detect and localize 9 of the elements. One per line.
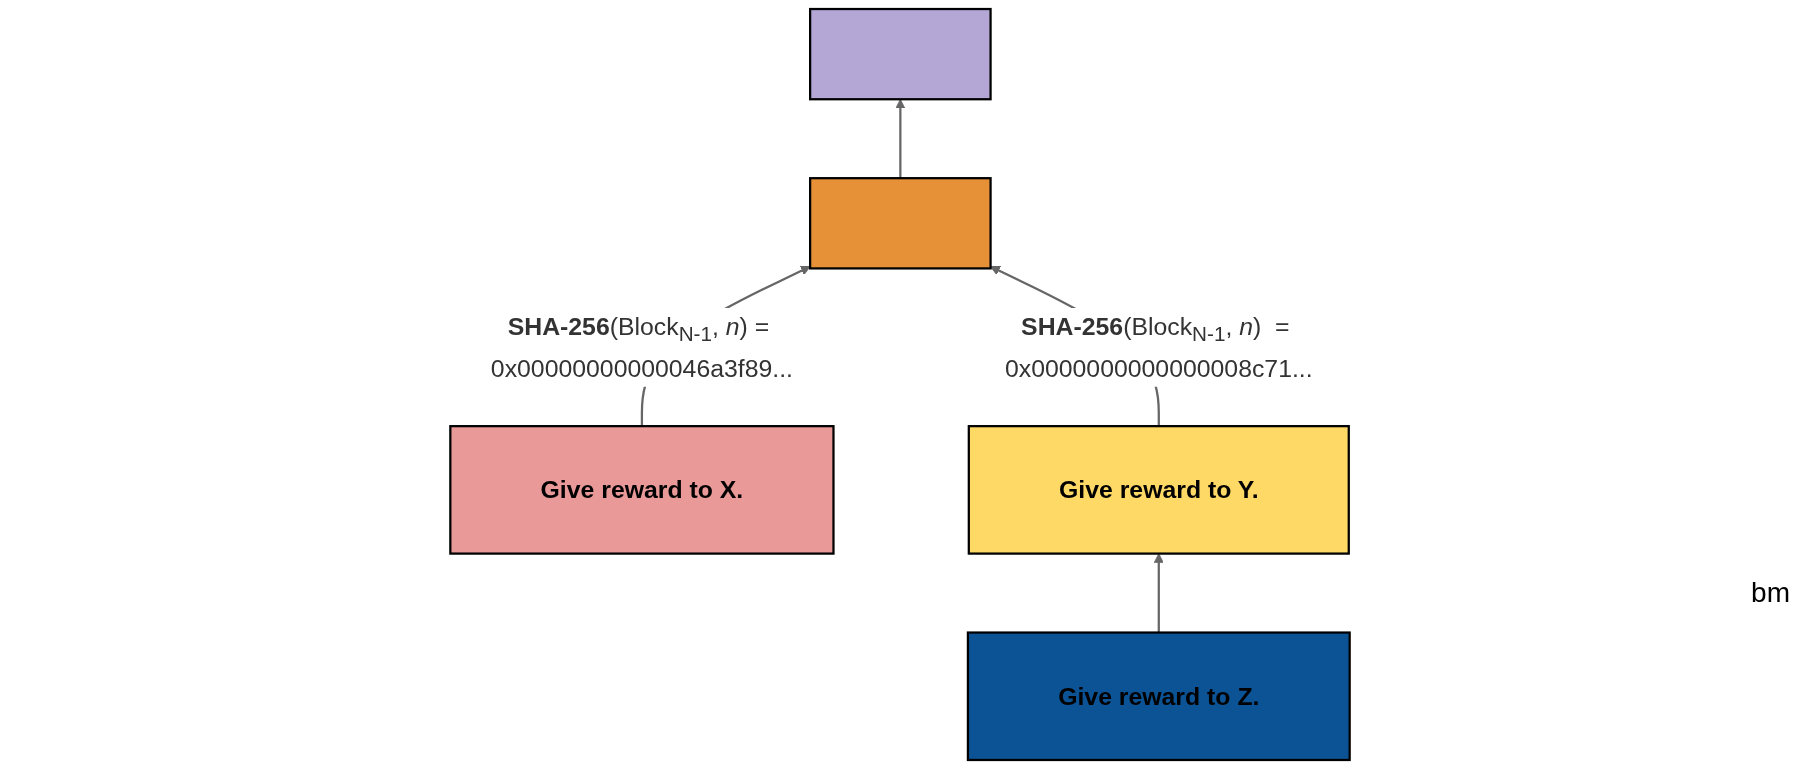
note-text: bm bbox=[1751, 577, 1790, 609]
node-box bbox=[809, 177, 992, 270]
arrow bbox=[1153, 553, 1164, 633]
edge-label: SHA-256(Block$_{N-1}$, n) = 0x00000000000046a3f89... bbox=[490, 312, 793, 383]
node-box: Give reward to Z. bbox=[966, 631, 1351, 762]
node-box bbox=[809, 7, 992, 101]
node-box: Give reward to X. bbox=[449, 425, 835, 555]
node-box: Give reward to Y. bbox=[967, 425, 1350, 555]
edge-label: SHA-256(Block$_{N-1}$, n) = 0x0000000000000008c71... bbox=[1004, 312, 1313, 383]
